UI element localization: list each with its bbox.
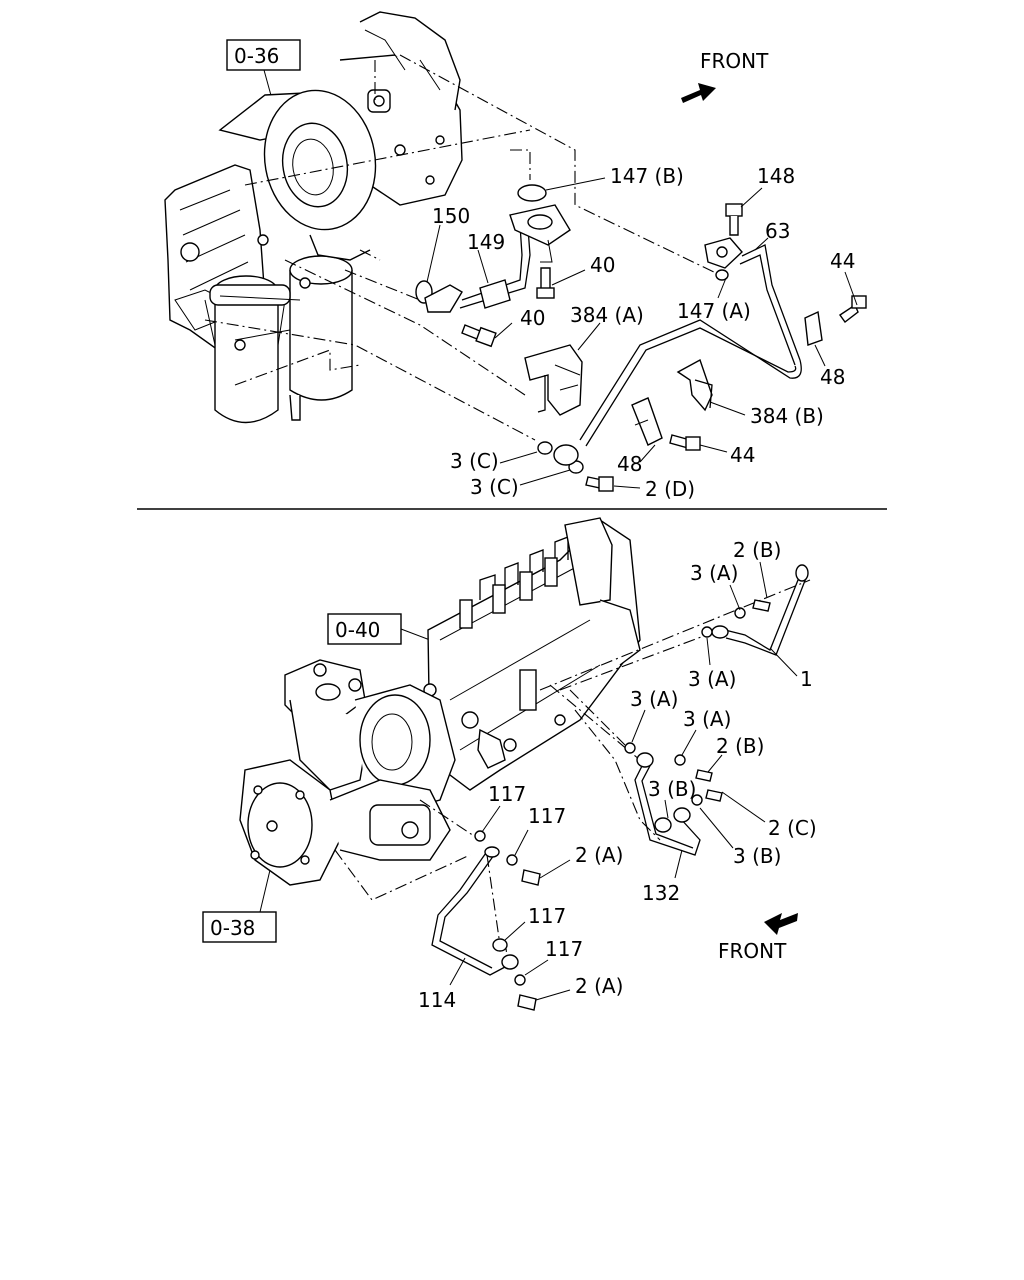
callout-2d: 2 (D) [645,477,695,501]
pipe-132 [624,742,723,856]
front-arrow-bottom: FRONT [718,913,798,963]
callout-2b-b: 2 (B) [716,734,764,758]
bolt-44-a [839,295,867,323]
clip-48-a [804,310,823,346]
oring-147b [517,184,547,202]
callout-114: 114 [418,988,456,1012]
bolt-148 [725,203,743,236]
callout-132: 132 [642,881,680,905]
callout-150: 150 [432,204,470,228]
callout-3c-a: 3 (C) [450,449,499,473]
callout-3a-b: 3 (A) [688,667,736,691]
callout-117-d: 117 [545,937,583,961]
front-label-bottom: FRONT [718,939,787,963]
ref-box-0-40: 0-40 [327,613,431,645]
callout-2b-a: 2 (B) [733,538,781,562]
bottom-section: 0-40 0-38 [202,517,817,1012]
callout-3a-c: 3 (A) [630,687,678,711]
callout-48-b: 48 [617,452,642,476]
callout-3b-a: 3 (B) [648,777,696,801]
injection-pump [423,517,641,791]
callout-3b-b: 3 (B) [733,844,781,868]
callout-40-b: 40 [520,306,545,330]
leader-dashes-top [204,54,721,441]
callouts-bottom: 2 (B) 3 (A) 3 (A) 1 3 (A) 3 (A) 2 (B) 3 … [418,538,817,1012]
callout-44-b: 44 [730,443,755,467]
bolt-2d [585,476,614,492]
callout-3a-a: 3 (A) [690,561,738,585]
turbocharger [218,11,463,261]
svg-text:0-38: 0-38 [210,916,255,940]
callout-1: 1 [800,667,813,691]
callout-2c: 2 (C) [768,816,817,840]
bolt-44-b [669,434,701,451]
bolt-40-a [536,267,555,299]
callouts-top: 147 (B) 148 63 150 149 40 40 44 147 (A) … [432,164,855,501]
callout-384a: 384 (A) [570,303,644,327]
svg-text:0-40: 0-40 [335,618,380,642]
bracket-384a [524,344,583,416]
pipe-1 [701,564,809,656]
front-arrow-top: FRONT [681,49,769,103]
callout-384b: 384 (B) [750,404,824,428]
callout-3c-b: 3 (C) [470,475,519,499]
callout-149: 149 [467,230,505,254]
oring-147a [715,269,729,281]
callout-40-a: 40 [590,253,615,277]
callout-148: 148 [757,164,795,188]
leaders-top [426,177,858,489]
bracket-384b [676,358,713,412]
pipe-114 [431,830,541,1011]
callout-63: 63 [765,219,790,243]
air-compressor [284,659,456,811]
callout-48-a: 48 [820,365,845,389]
callout-117-b: 117 [528,804,566,828]
callout-117-c: 117 [528,904,566,928]
svg-text:0-36: 0-36 [234,44,279,68]
callout-44-a: 44 [830,249,855,273]
clip-48-b [631,397,663,446]
callout-2a-a: 2 (A) [575,843,623,867]
leaders-bottom [449,561,798,1001]
pipe-end-eye [553,444,579,466]
ref-box-0-38: 0-38 [202,869,277,943]
oil-filters [204,255,353,424]
pipe-149 [424,204,571,313]
washer-3c-a [537,441,553,455]
pipe-63 [579,237,802,447]
callout-147a: 147 (A) [677,299,751,323]
callout-2a-b: 2 (A) [575,974,623,998]
front-label-top: FRONT [700,49,769,73]
callout-147b: 147 (B) [610,164,684,188]
front-arrow-top-icon [681,83,716,103]
bolt-40-b [461,324,497,348]
callout-117-a: 117 [488,782,526,806]
ref-box-0-36: 0-36 [226,39,301,111]
front-arrow-bottom-icon [764,913,798,935]
top-section: FRONT 0-36 [164,11,867,501]
drive-flange [239,759,451,886]
callout-3a-d: 3 (A) [683,707,731,731]
